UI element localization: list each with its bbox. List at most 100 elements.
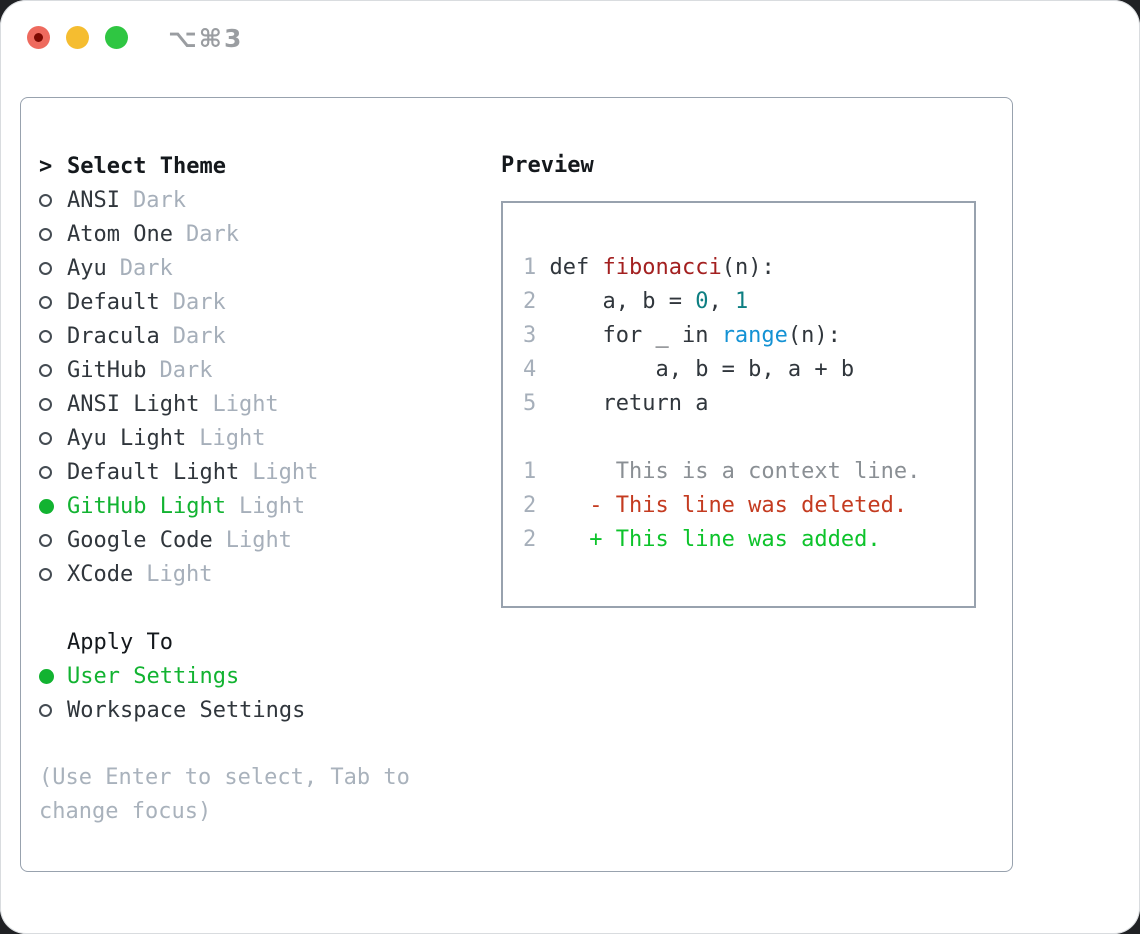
code-token: This is a context line.	[536, 459, 921, 484]
apply-to-option[interactable]: Workspace Settings	[21, 693, 491, 727]
traffic-lights	[27, 26, 128, 49]
code-line	[523, 421, 974, 455]
code-line: 1 This is a context line.	[523, 455, 974, 489]
theme-name: Google Code	[67, 527, 213, 553]
theme-variant-tag: Light	[199, 425, 266, 451]
radio-icon	[39, 397, 67, 411]
code-token: 1	[523, 459, 537, 484]
code-token: range	[721, 323, 788, 348]
radio-selected-icon	[39, 498, 67, 514]
theme-item[interactable]: Google Code Light	[21, 523, 491, 557]
apply-to-option[interactable]: User Settings	[21, 659, 491, 693]
code-line: 5 return a	[523, 387, 974, 421]
radio-icon	[39, 193, 67, 207]
theme-variant-tag: Light	[212, 391, 279, 417]
apply-to-label: Workspace Settings	[67, 697, 306, 723]
theme-name: ANSI	[67, 187, 120, 213]
code-token: 4	[523, 357, 550, 382]
theme-variant-tag: Light	[238, 493, 306, 519]
select-theme-header: > Select Theme	[21, 149, 491, 183]
theme-name: Ayu	[67, 255, 107, 281]
code-line: 3 for _ in range(n):	[523, 319, 974, 353]
code-token: 2	[523, 527, 537, 552]
radio-icon	[39, 295, 67, 309]
code-line: 1 def fibonacci(n):	[523, 251, 974, 285]
radio-icon	[39, 431, 67, 445]
theme-name: GitHub	[67, 357, 147, 383]
prompt-indicator: >	[39, 153, 53, 179]
zoom-button[interactable]	[105, 26, 128, 49]
theme-name: GitHub Light	[67, 493, 226, 519]
titlebar: ⌥⌘3	[0, 0, 1140, 74]
select-theme-title: Select Theme	[67, 153, 226, 179]
radio-icon	[39, 465, 67, 479]
theme-item[interactable]: Ayu Light Light	[21, 421, 491, 455]
code-token: 3	[523, 323, 550, 348]
keyboard-hint: (Use Enter to select, Tab to change focu…	[39, 765, 410, 824]
window-title-shortcut: ⌥⌘3	[168, 24, 244, 53]
code-line: 2 + This line was added.	[523, 523, 974, 557]
code-token: def	[549, 255, 603, 280]
code-token: return a	[549, 391, 709, 416]
code-line: 2 a, b = 0, 1	[523, 285, 974, 319]
theme-item[interactable]: Default Dark	[21, 285, 491, 319]
theme-item[interactable]: Dracula Dark	[21, 319, 491, 353]
code-line: 4 a, b = b, a + b	[523, 353, 974, 387]
code-line: 2 - This line was deleted.	[523, 489, 974, 523]
preview-section: Preview 1 def fibonacci(n):2 a, b = 0, 1…	[501, 149, 981, 608]
theme-variant-tag: Light	[225, 527, 292, 553]
code-token: 0	[695, 289, 709, 314]
radio-icon	[39, 533, 67, 547]
apply-to-title: Apply To	[67, 629, 173, 655]
code-token	[536, 527, 589, 552]
theme-variant-tag: Dark	[172, 323, 226, 349]
code-token: 5	[523, 391, 550, 416]
code-token	[536, 493, 589, 518]
theme-item[interactable]: ANSI Dark	[21, 183, 491, 217]
code-token: 1	[734, 289, 749, 314]
spacer	[21, 591, 491, 625]
theme-variant-tag: Light	[146, 561, 213, 587]
apply-to-label: User Settings	[67, 663, 240, 689]
close-button[interactable]	[27, 26, 50, 49]
code-token: a, b =	[549, 289, 696, 314]
theme-variant-tag: Light	[252, 459, 319, 485]
theme-variant-tag: Dark	[172, 289, 226, 315]
radio-selected-icon	[39, 668, 67, 684]
apply-to-header: Apply To	[21, 625, 491, 659]
code-token: a, b = b, a + b	[549, 357, 855, 382]
minimize-button[interactable]	[66, 26, 89, 49]
theme-variant-tag: Dark	[132, 187, 186, 213]
code-token: fibonacci	[602, 255, 722, 280]
theme-item[interactable]: GitHub Light Light	[21, 489, 491, 523]
radio-icon	[39, 329, 67, 343]
theme-name: Ayu Light	[67, 425, 187, 451]
radio-icon	[39, 703, 67, 717]
code-token: for _ in	[549, 323, 722, 348]
code-token: 2	[523, 493, 537, 518]
code-token: 1	[523, 255, 550, 280]
code-token: ,	[708, 289, 735, 314]
code-token: (n):	[721, 255, 775, 280]
code-token: (n):	[787, 323, 841, 348]
theme-name: Default	[67, 289, 160, 315]
theme-name: Dracula	[67, 323, 160, 349]
code-token: + This line was added.	[589, 527, 881, 552]
radio-icon	[39, 567, 67, 581]
code-token: - This line was deleted.	[589, 493, 908, 518]
radio-icon	[39, 363, 67, 377]
preview-title: Preview	[501, 153, 594, 178]
radio-icon	[39, 261, 67, 275]
